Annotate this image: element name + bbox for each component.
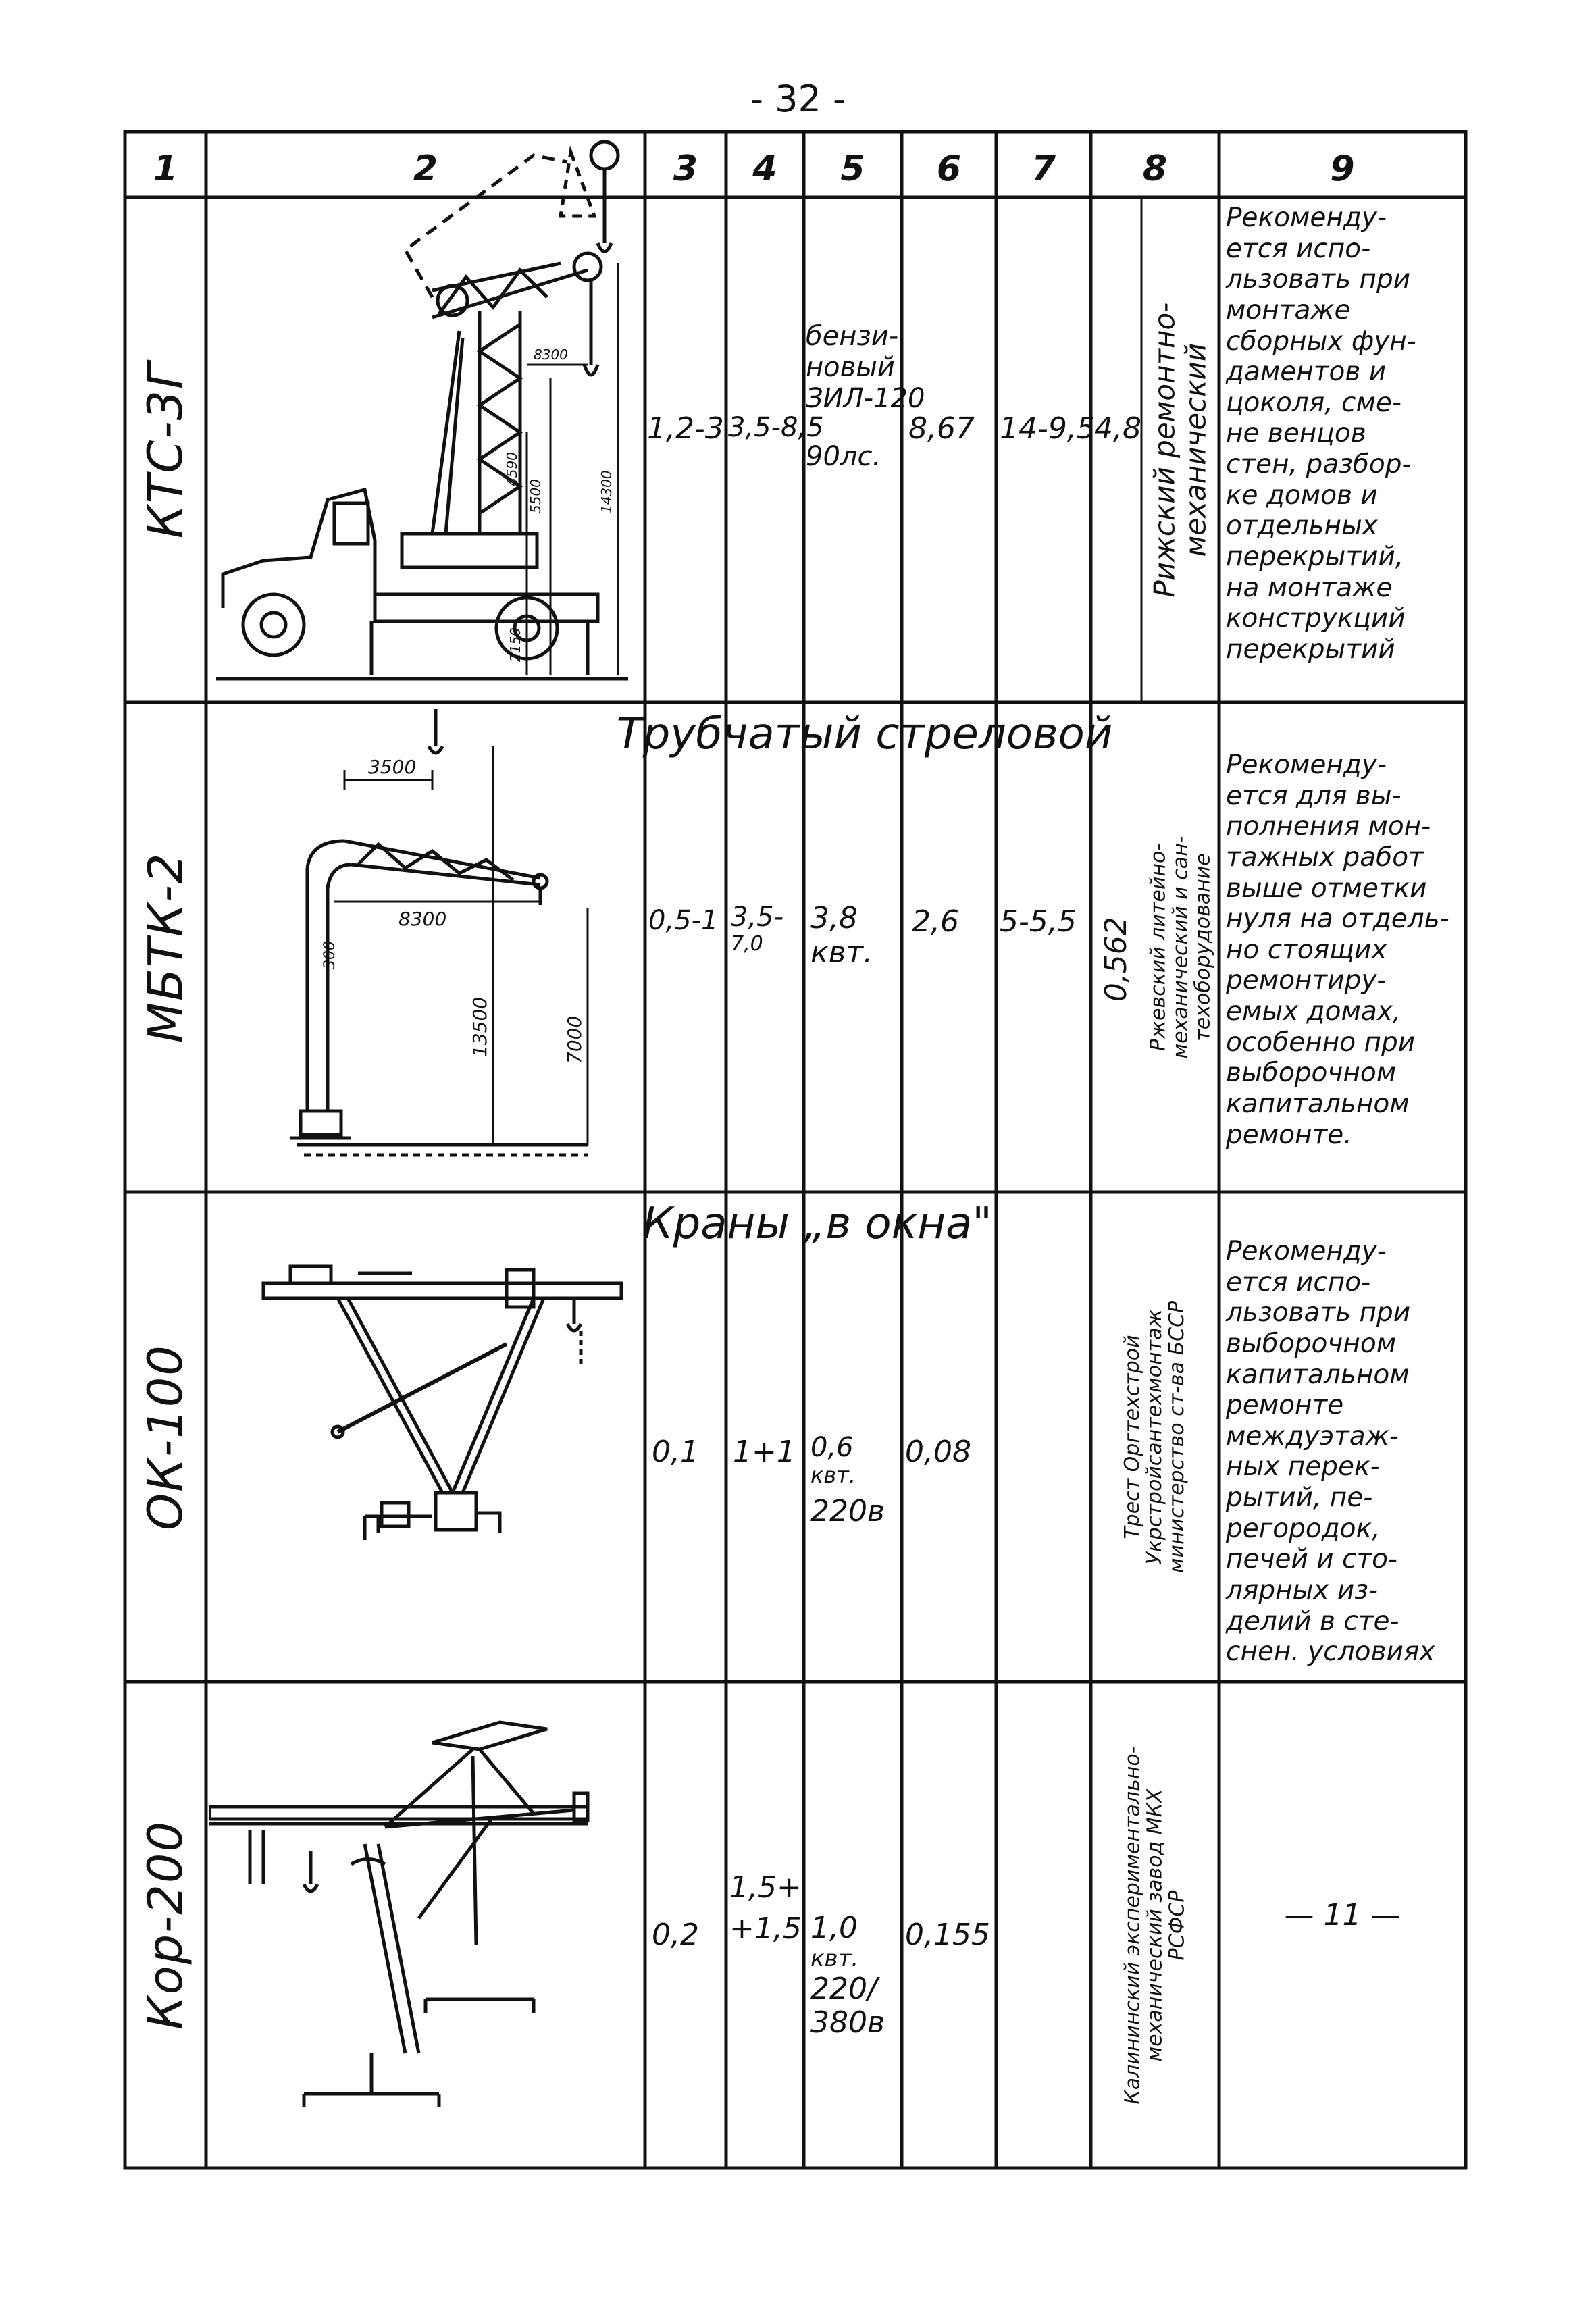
weight: 0,155 [905,1918,990,1952]
dimension-label: 7000 [563,1016,586,1064]
header-col-7: 7 [1031,149,1056,189]
dimension-label: 8300 [398,908,446,930]
hook-height: 5-5,5 [1000,904,1077,939]
window-crane-drawing [261,1264,623,1540]
lift-capacity: 1,2-3 [647,411,724,446]
dimension-label: 2150 [507,627,523,662]
header-col-2: 2 [413,149,438,189]
section-banner: Краны „в окна" [642,1199,992,1249]
manufacturer: Ржевский литейно-механический и сан-техо… [1146,835,1215,1059]
column-8-value: 4,8 [1094,411,1141,446]
dimension-label: 4590 [504,452,520,486]
boom-reach: 1,5++1,5 [729,1870,802,1946]
model-name: МБТК-2 [138,852,194,1043]
column-8-value: 0,562 [1098,917,1133,1002]
header-col-1: 1 [153,149,178,189]
dimension-label: 13500 [469,997,491,1057]
dimension-label: 300 [321,941,338,969]
manufacturer: Калининский экспериментально-механически… [1121,1745,1189,2105]
boom-reach: 1+1 [733,1435,796,1469]
boom-reach: 3,5-7,0 [731,902,784,956]
cornice-crane-drawing [209,1720,590,2107]
header-col-6: 6 [936,149,962,189]
dimension-label: 8300 [534,346,568,363]
section-banner: Трубчатый стреловой [616,709,1113,759]
dimension-label: 14300 [598,470,615,513]
header-col-9: 9 [1330,149,1355,189]
page-number: - 32 - [750,78,846,120]
model-name: Кор-200 [138,1820,194,2030]
weight: 0,08 [905,1435,971,1469]
tubular-crane-drawing: 3500 8300 13500 7000 300 [290,709,589,1157]
recommendation: — 11 — [1284,1898,1401,1932]
weight: 2,6 [912,904,959,939]
truck-crane-drawing: 8300 4590 5500 14300 2150 [216,140,628,681]
dimension-label: 5500 [527,479,544,513]
hook-height: 14-9,5 [1000,411,1096,446]
header-col-8: 8 [1142,149,1168,189]
model-name: ОК-100 [138,1343,194,1531]
header-col-3: 3 [673,149,698,189]
model-name: КТС-3Г [138,361,194,539]
header-col-4: 4 [752,149,777,189]
manufacturer: Рижский ремонтно-механический [1148,302,1212,598]
dimension-label: 3500 [368,756,416,778]
boom-reach: 3,5-8,5 [728,412,824,443]
lift-capacity: 0,2 [652,1918,699,1952]
lift-capacity: 0,1 [652,1435,699,1469]
lift-capacity: 0,5-1 [648,905,719,936]
weight: 8,67 [908,411,975,446]
recommendation: Рекоменду-ется для вы- полнения мон-тажн… [1226,750,1449,1150]
header-col-5: 5 [840,149,865,189]
